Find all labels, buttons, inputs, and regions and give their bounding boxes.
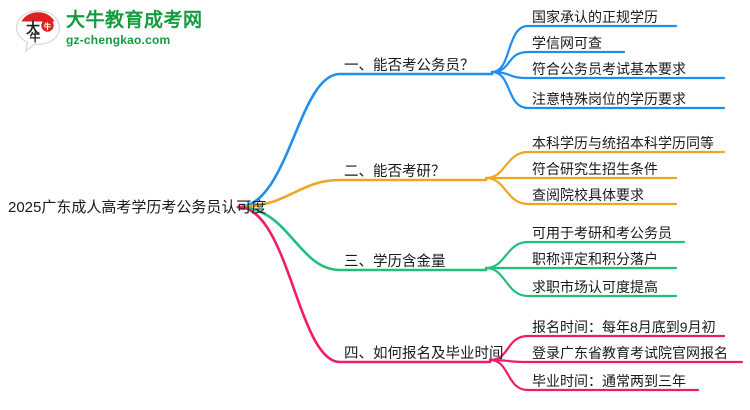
site-logo: 牛 大 牛 大牛教育成考网 gz-chengkao.com (14, 6, 204, 58)
mindmap-leaf-label-3-3: 求职市场认可度提高 (532, 279, 658, 295)
mindmap-branch-label-4: 四、如何报名及毕业时间 (344, 346, 504, 362)
mindmap-leaf-label-1-1: 国家承认的正规学历 (532, 9, 658, 25)
mindmap-leaf-label-1-2: 学信网可查 (532, 35, 602, 51)
svg-text:大: 大 (26, 20, 40, 36)
brand-name-cn: 大牛教育成考网 (66, 10, 203, 31)
mindmap-branch-label-3: 三、学历含金量 (344, 254, 446, 270)
mindmap-leaf-label-4-2: 登录广东省教育考试院官网报名 (532, 345, 728, 361)
mindmap-leaf-label-2-3: 查阅院校具体要求 (532, 187, 644, 203)
mindmap-branch-label-2: 二、能否考研？ (344, 164, 446, 180)
da-niu-speech-bubble-logo-icon: 牛 大 牛 (14, 8, 62, 54)
mindmap-leaf-label-2-2: 符合研究生招生条件 (532, 161, 658, 177)
mindmap-leaf-label-2-1: 本科学历与统招本科学历同等 (532, 135, 714, 151)
mindmap-branch-label-1: 一、能否考公务员？ (344, 58, 475, 74)
mindmap-leaf-label-1-4: 注意特殊岗位的学历要求 (532, 91, 686, 107)
brand-url: gz-chengkao.com (66, 33, 171, 47)
svg-text:牛: 牛 (44, 21, 52, 31)
mindmap-leaf-label-4-1: 报名时间：每年8月底到9月初 (532, 319, 716, 335)
svg-text:牛: 牛 (30, 30, 41, 44)
mindmap-root-label: 2025广东成人高考学历考公务员认可度 (8, 199, 267, 216)
mindmap-leaf-label-1-3: 符合公务员考试基本要求 (532, 61, 686, 77)
logo-text-block: 大牛教育成考网 gz-chengkao.com (66, 10, 206, 48)
mindmap-leaf-label-3-1: 可用于考研和考公务员 (532, 225, 672, 241)
mindmap-leaf-label-4-3: 毕业时间：通常两到三年 (532, 373, 686, 389)
mindmap-leaf-label-3-2: 职称评定和积分落户 (532, 251, 658, 267)
